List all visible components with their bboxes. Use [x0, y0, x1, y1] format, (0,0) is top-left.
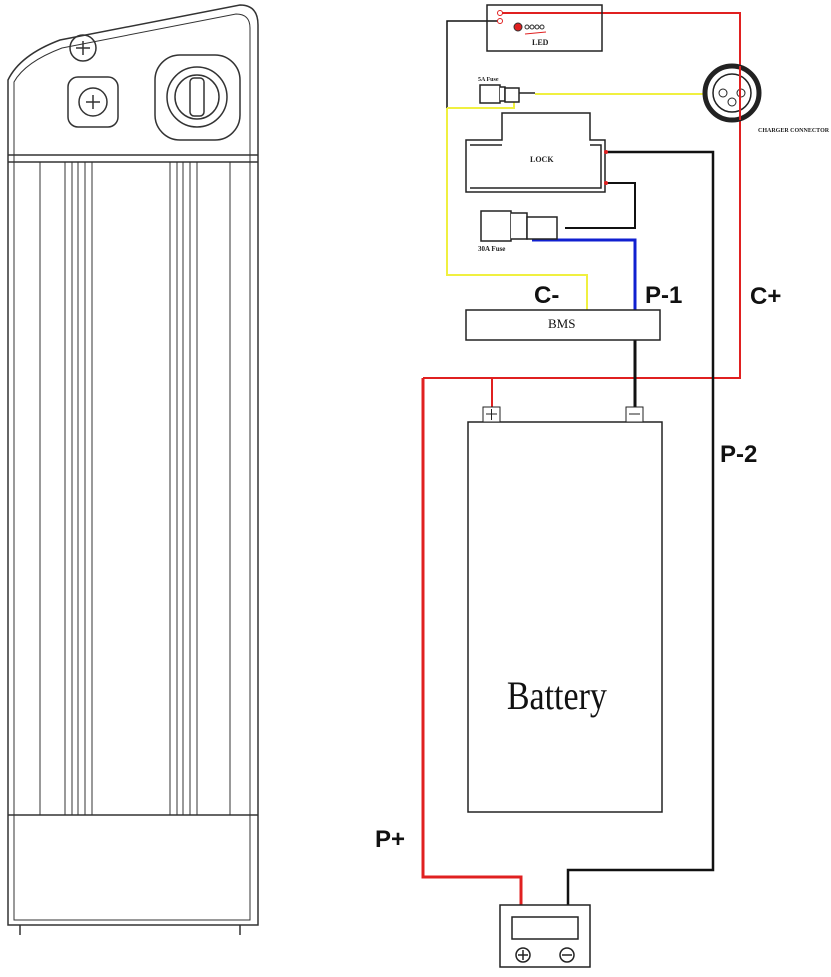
battery-pack-illustration: [7, 4, 259, 935]
c-plus-label: C+: [750, 283, 782, 310]
c-minus-label: C-: [534, 282, 560, 309]
bms-box: [465, 309, 661, 341]
black-wire-p2: [566, 150, 715, 920]
main-fuse-icon: [480, 210, 558, 242]
black-wire-lock-fuse: [565, 182, 636, 229]
lock-label: LOCK: [530, 155, 554, 164]
main-fuse-label: 30A Fuse: [478, 245, 506, 253]
output-terminal-box: [499, 904, 591, 968]
yellow-wire-c-minus: [446, 108, 588, 310]
black-wire-led: [446, 20, 500, 108]
led-indicator-icon: [513, 22, 523, 32]
bms-label: BMS: [548, 316, 576, 331]
charger-connector-icon: [702, 63, 762, 123]
led-label: LED: [532, 38, 549, 47]
battery-box: [467, 421, 663, 813]
p1-label: P-1: [645, 282, 683, 309]
red-wire-charge-plus: [423, 12, 741, 379]
charger-connector-label: CHARGER CONNECTOR: [758, 128, 830, 134]
led-box: [486, 4, 603, 52]
p-plus-label: P+: [375, 826, 406, 853]
red-wire-p-plus: [421, 378, 523, 920]
p2-label: P-2: [720, 441, 758, 468]
battery-label: Battery: [506, 673, 607, 718]
small-fuse-label: 5A Fuse: [478, 77, 499, 83]
lock-icon: [465, 112, 608, 193]
blue-wire-p1: [532, 238, 637, 312]
small-fuse-icon: [479, 84, 535, 104]
